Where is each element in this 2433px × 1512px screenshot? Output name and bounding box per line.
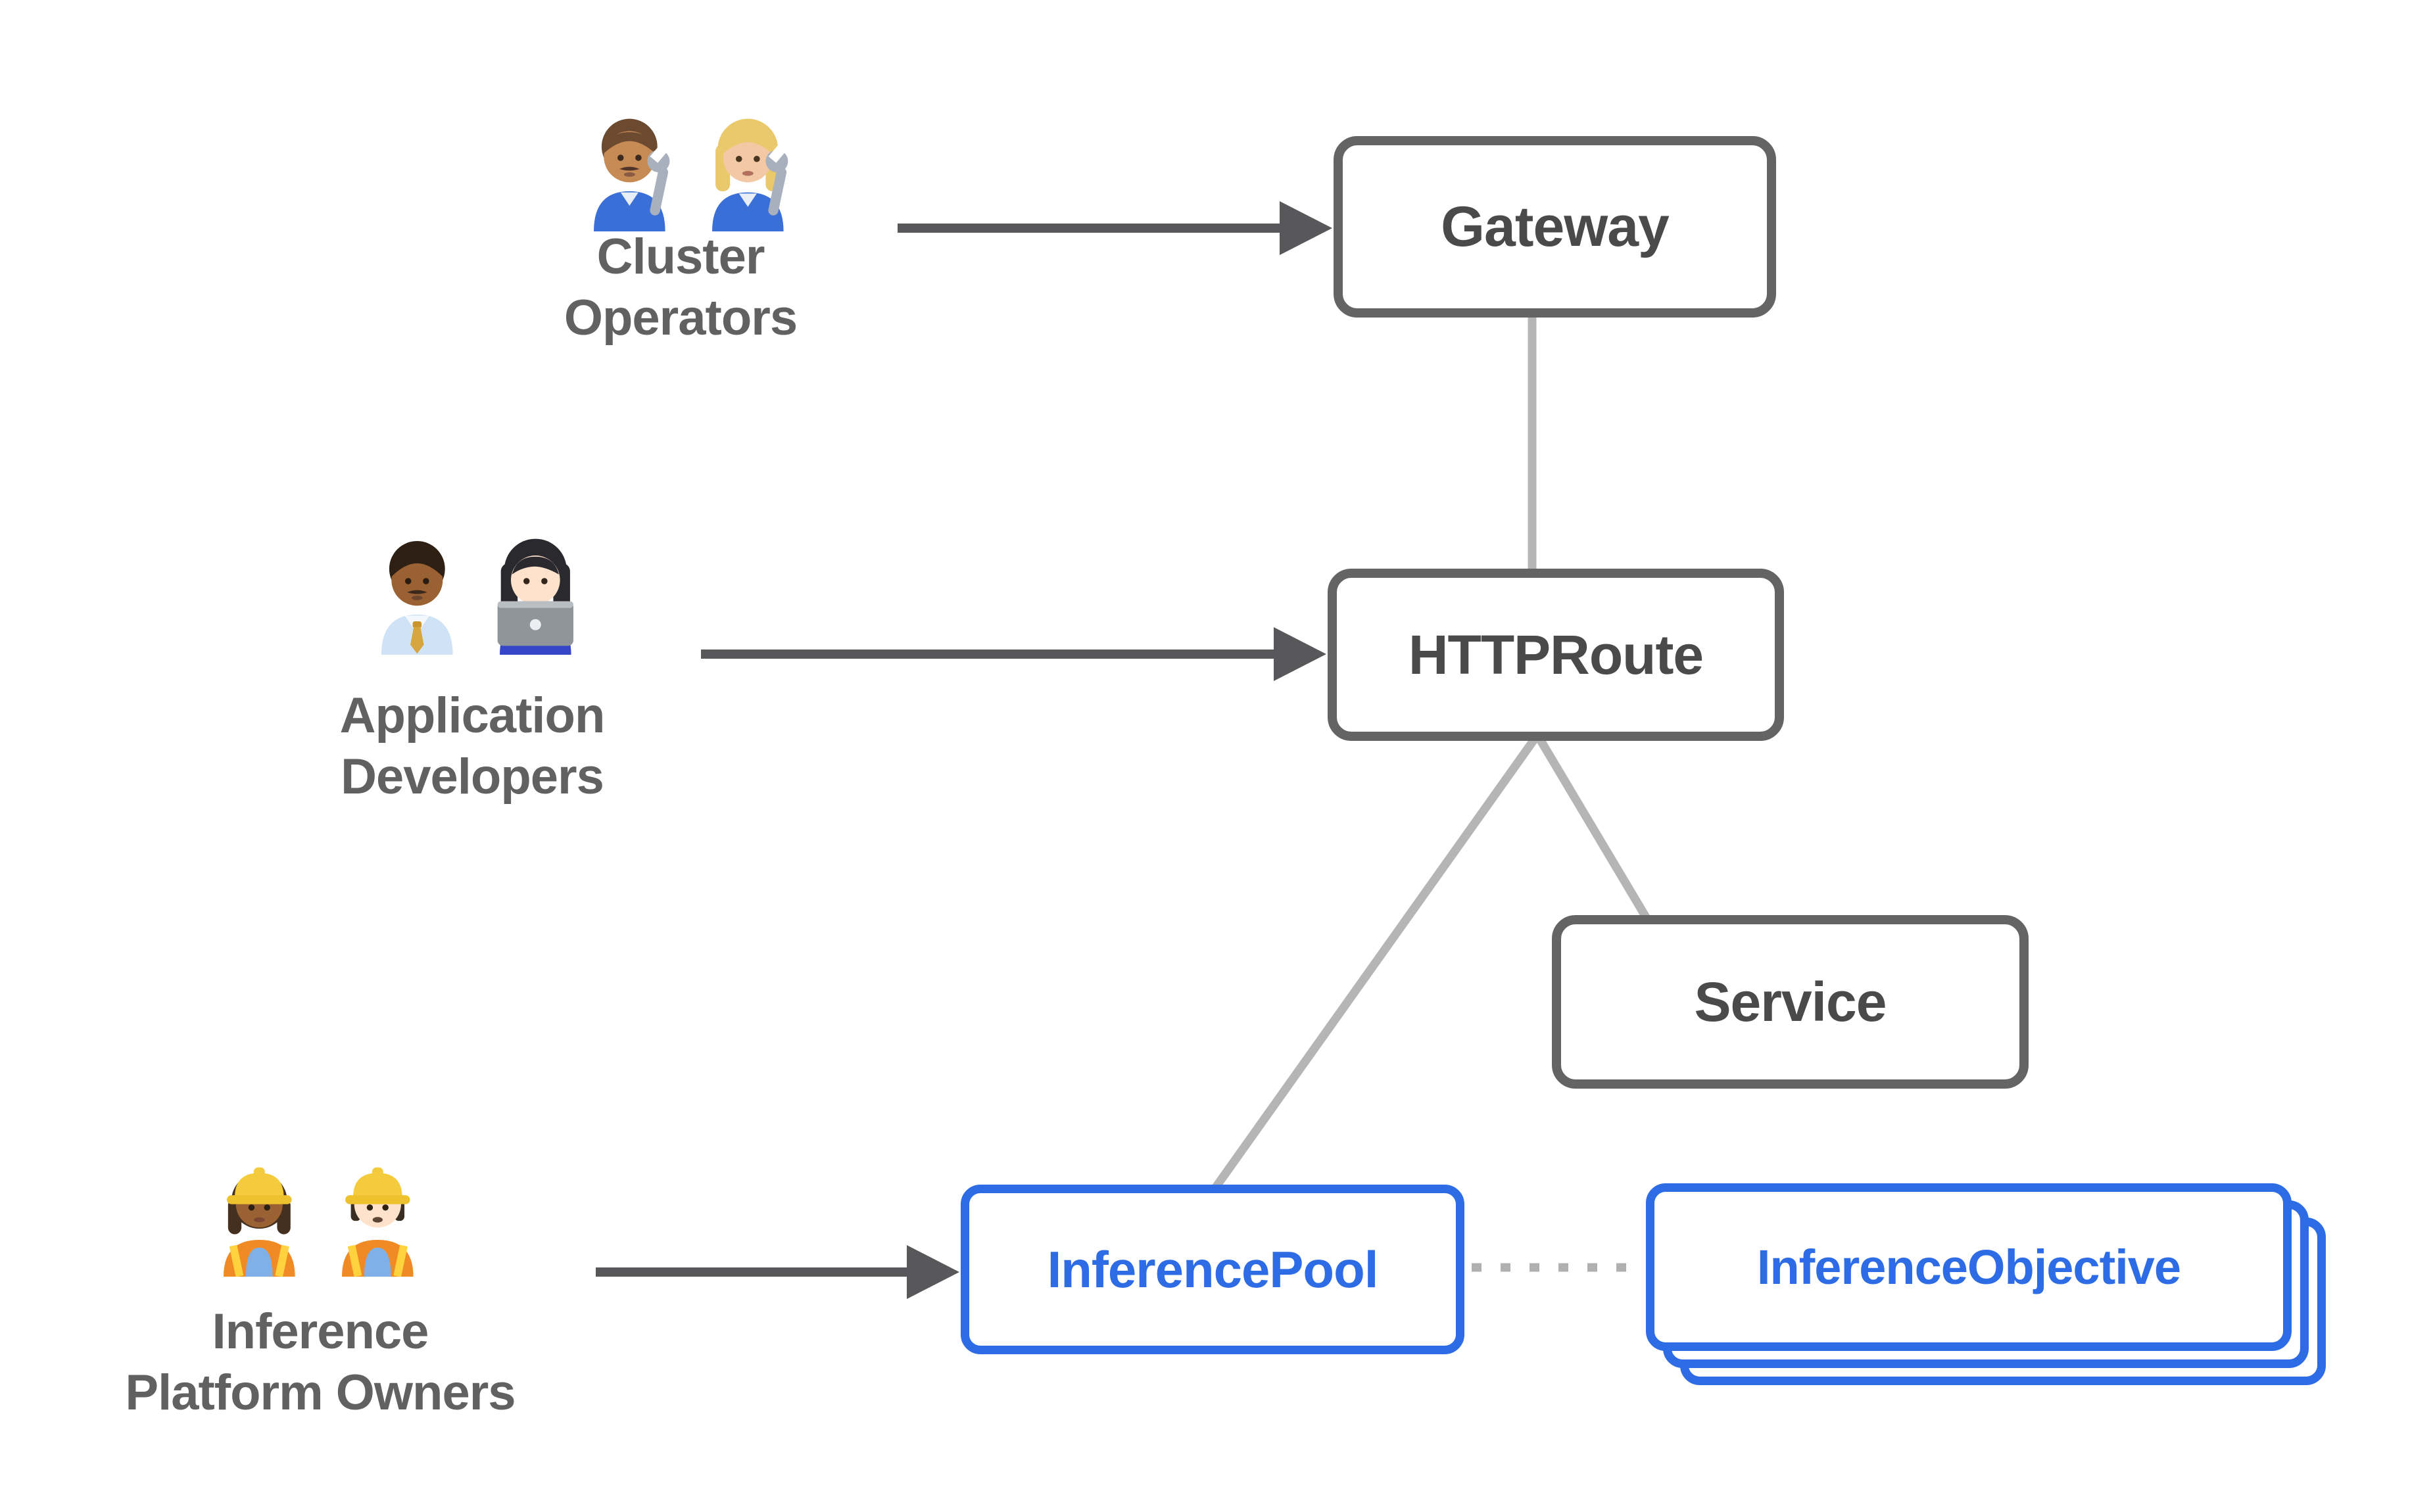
cluster-operators-label-line2: Operators [564, 290, 798, 346]
arrow-application-developers-shaft [701, 650, 1276, 659]
arrow-cluster-operators-shaft [898, 224, 1282, 233]
woman-mechanic-emoji [693, 106, 805, 231]
inferencepool-label: InferencePool [1047, 1240, 1379, 1298]
application-developers-emojis [362, 530, 592, 655]
arrow-cluster-operators-head [1280, 201, 1332, 255]
cluster-operators-emojis [575, 106, 805, 231]
node-inferenceobjective-stack: InferenceObjective [1646, 1183, 2330, 1388]
cluster-operators-label: Cluster Operators [431, 226, 930, 348]
inference-platform-owners-emojis [205, 1152, 435, 1277]
gateway-label: Gateway [1441, 195, 1670, 258]
node-gateway: Gateway [1334, 136, 1776, 318]
inferenceobjective-label: InferenceObjective [1756, 1240, 2181, 1294]
man-mechanic-emoji [575, 106, 687, 231]
woman-construction-worker-emoji [205, 1152, 316, 1277]
arrow-inference-platform-owners-head [907, 1245, 959, 1299]
woman-technologist-emoji [481, 530, 592, 655]
arrow-inference-platform-owners-shaft [596, 1267, 909, 1277]
application-developers-label-line2: Developers [341, 749, 604, 805]
node-inferencepool: InferencePool [961, 1185, 1464, 1354]
node-inferenceobjective: InferenceObjective [1646, 1183, 2292, 1351]
inference-platform-owners-label-line1: Inference [212, 1304, 429, 1359]
service-label: Service [1694, 970, 1887, 1033]
application-developers-label: Application Developers [222, 685, 722, 807]
cluster-operators-label-line1: Cluster [596, 229, 765, 285]
man-construction-worker-emoji [323, 1152, 435, 1277]
arrow-application-developers-head [1274, 627, 1326, 681]
inference-platform-owners-label-line2: Platform Owners [125, 1365, 516, 1421]
edge-httproute-inferencepool [1210, 732, 1541, 1193]
node-service: Service [1552, 915, 2029, 1089]
inference-platform-owners-label: Inference Platform Owners [70, 1301, 570, 1423]
node-httproute: HTTPRoute [1328, 569, 1784, 741]
edge-httproute-service [1533, 732, 1652, 923]
httproute-label: HTTPRoute [1408, 623, 1704, 686]
man-office-worker-emoji [362, 530, 474, 655]
application-developers-label-line1: Application [339, 688, 606, 744]
